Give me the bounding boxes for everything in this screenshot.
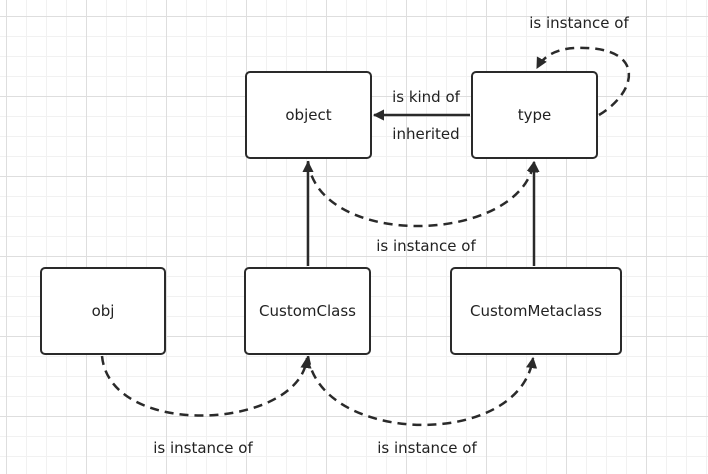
edge-label-type-self: is instance of	[529, 14, 629, 32]
node-custommetaclass-label: CustomMetaclass	[470, 302, 602, 320]
node-customclass-label: CustomClass	[259, 302, 356, 320]
edge-type-self-instance	[535, 46, 631, 117]
node-object: object	[245, 71, 372, 159]
edge-object-instance-of-type	[306, 160, 538, 228]
edge-label-object-type: is instance of	[376, 237, 476, 255]
node-object-label: object	[285, 106, 332, 124]
node-customclass: CustomClass	[244, 267, 371, 355]
node-obj: obj	[40, 267, 166, 355]
edge-label-customclass-custommetaclass: is instance of	[377, 439, 477, 457]
edge-customclass-instance-of-custommetaclass	[306, 355, 538, 427]
edge-label-obj-customclass: is instance of	[153, 439, 253, 457]
node-obj-label: obj	[91, 302, 115, 320]
node-type-label: type	[517, 106, 552, 124]
node-custommetaclass: CustomMetaclass	[450, 267, 622, 355]
node-type: type	[471, 71, 598, 159]
edge-label-inherited: inherited	[392, 125, 460, 143]
edge-obj-instance-of-customclass	[100, 355, 312, 417]
edge-label-kind-of: is kind of	[392, 88, 460, 106]
